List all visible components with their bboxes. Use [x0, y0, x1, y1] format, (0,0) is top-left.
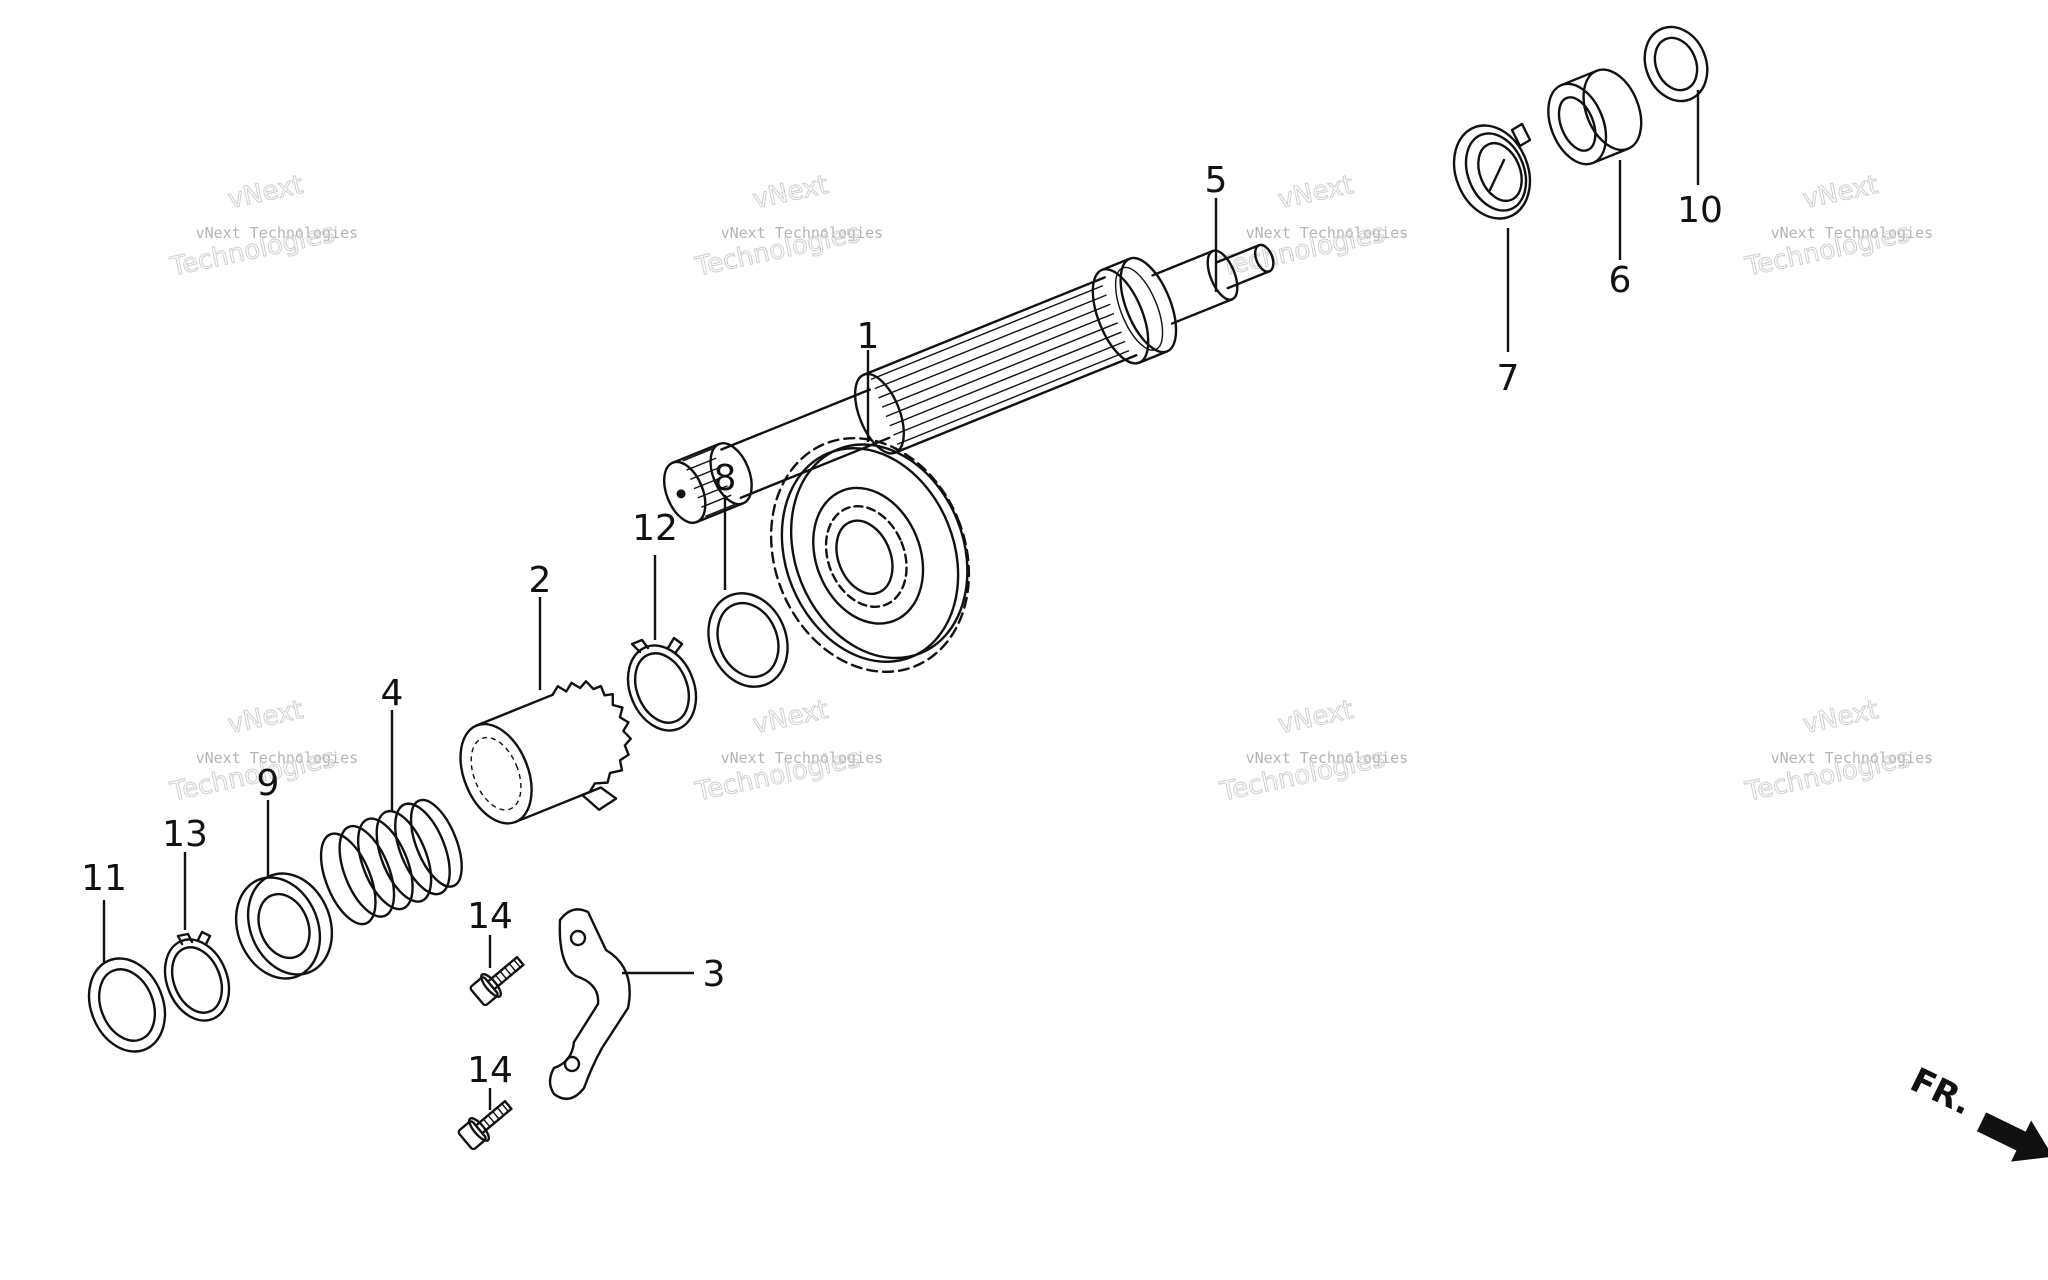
watermark: vNext vNext Technologies Technologies — [1217, 169, 1409, 283]
svg-text:vNext: vNext — [1800, 695, 1881, 740]
circlip-part-13 — [163, 930, 231, 1022]
front-label: FR. — [1904, 1060, 1978, 1124]
label-part-6: 6 — [1609, 260, 1632, 301]
bolt-part-14-upper — [469, 955, 525, 1007]
watermark: vNext vNext Technologies Technologies — [692, 694, 884, 808]
svg-text:vNext Technologies: vNext Technologies — [721, 749, 884, 767]
svg-text:vNext: vNext — [1275, 170, 1356, 215]
seal-part-9 — [234, 872, 334, 980]
gear-part-1 — [769, 436, 971, 674]
label-part-3: 3 — [703, 954, 726, 995]
front-arrow-icon — [1976, 1112, 2048, 1162]
watermark: vNext vNext Technologies Technologies — [167, 169, 359, 283]
leader-lines — [102, 90, 1700, 1110]
svg-text:vNext Technologies: vNext Technologies — [721, 224, 884, 242]
watermark: vNext vNext Technologies Technologies — [1742, 694, 1934, 808]
label-part-9: 9 — [257, 763, 280, 804]
svg-text:vNext Technologies: vNext Technologies — [196, 749, 359, 767]
label-part-4: 4 — [381, 673, 404, 714]
bracket-part-3 — [548, 908, 631, 1100]
svg-text:vNext Technologies: vNext Technologies — [1246, 749, 1409, 767]
part-labels: 1 2 3 4 5 6 7 8 9 10 11 12 13 14 14 — [81, 160, 1723, 1091]
front-direction-indicator: FR. — [1904, 1060, 2048, 1162]
shaft-part-5 — [663, 243, 1275, 524]
spring-part-4 — [319, 798, 463, 926]
washer-part-10 — [1643, 25, 1709, 103]
label-part-11: 11 — [81, 858, 127, 899]
watermark: vNext vNext Technologies Technologies — [692, 169, 884, 283]
label-part-13: 13 — [162, 814, 208, 855]
svg-text:vNext: vNext — [750, 695, 831, 740]
svg-text:vNext Technologies: vNext Technologies — [196, 224, 359, 242]
bolt-part-14-lower — [457, 1099, 513, 1151]
watermark: vNext vNext Technologies Technologies — [1217, 694, 1409, 808]
watermark: vNext vNext Technologies Technologies — [1742, 169, 1934, 283]
svg-text:vNext Technologies: vNext Technologies — [1771, 224, 1934, 242]
ratchet-part-2 — [459, 680, 632, 825]
circlip-part-12 — [626, 636, 698, 732]
label-part-7: 7 — [1497, 358, 1520, 399]
washer-part-11 — [87, 957, 167, 1053]
svg-text:vNext: vNext — [1275, 695, 1356, 740]
label-part-8: 8 — [714, 458, 737, 499]
label-part-1: 1 — [857, 316, 880, 357]
label-part-14-upper: 14 — [467, 896, 513, 937]
label-part-5: 5 — [1205, 160, 1228, 201]
watermark-group: vNext vNext Technologies Technologies vN… — [167, 169, 1934, 808]
collar-part-6 — [1547, 68, 1643, 166]
torsion-spring-part-7 — [1452, 122, 1532, 220]
label-part-14-lower: 14 — [467, 1050, 513, 1091]
svg-text:vNext: vNext — [1800, 170, 1881, 215]
svg-text:vNext Technologies: vNext Technologies — [1246, 224, 1409, 242]
svg-text:vNext: vNext — [225, 695, 306, 740]
label-part-10: 10 — [1677, 190, 1723, 231]
label-part-12: 12 — [632, 508, 678, 549]
label-part-2: 2 — [529, 560, 552, 601]
svg-text:vNext: vNext — [750, 170, 831, 215]
washer-part-8 — [707, 592, 789, 688]
svg-text:vNext: vNext — [225, 170, 306, 215]
svg-text:vNext Technologies: vNext Technologies — [1771, 749, 1934, 767]
